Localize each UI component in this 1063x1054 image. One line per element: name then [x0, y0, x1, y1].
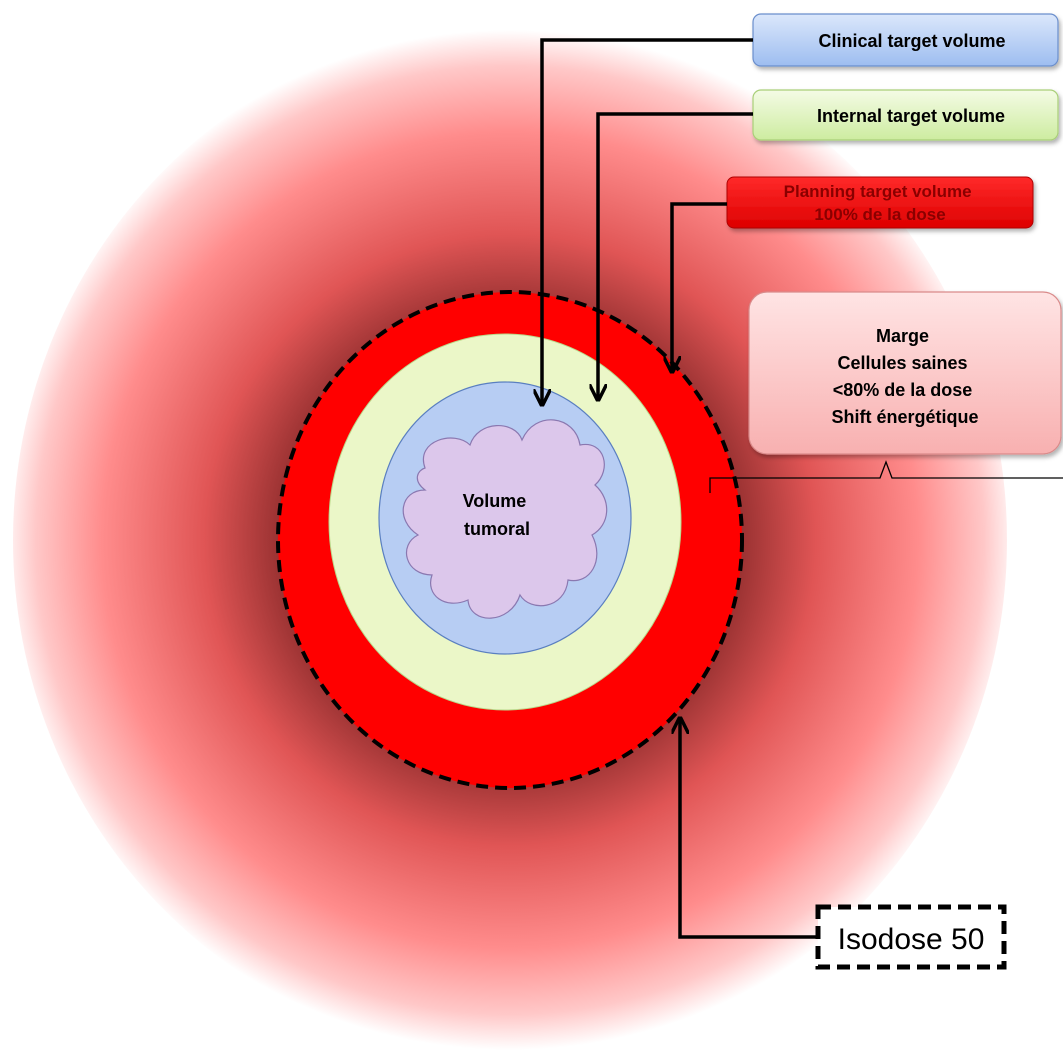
marge-label-box [748, 291, 1062, 455]
isodose-label-box [815, 904, 1007, 970]
ctv-label: Clinical target volume [818, 31, 1005, 51]
itv-label: Internal target volume [817, 106, 1005, 126]
itv-arrow [598, 112, 753, 398]
tumor-label: Volume tumoral [463, 491, 532, 539]
isodose-arrow [680, 720, 818, 939]
ptv-label: Planning target volume 100% de la dose [784, 182, 977, 224]
marge-label: Marge Cellules saines <80% de la dose Sh… [831, 326, 978, 427]
isodose-label: Isodose 50 [838, 923, 985, 956]
ptv-arrow [672, 202, 727, 370]
isodose-50-contour [276, 290, 744, 790]
marge-bracket [709, 460, 1063, 493]
ctv-arrow [542, 38, 753, 403]
tumor-cloud [402, 419, 608, 619]
